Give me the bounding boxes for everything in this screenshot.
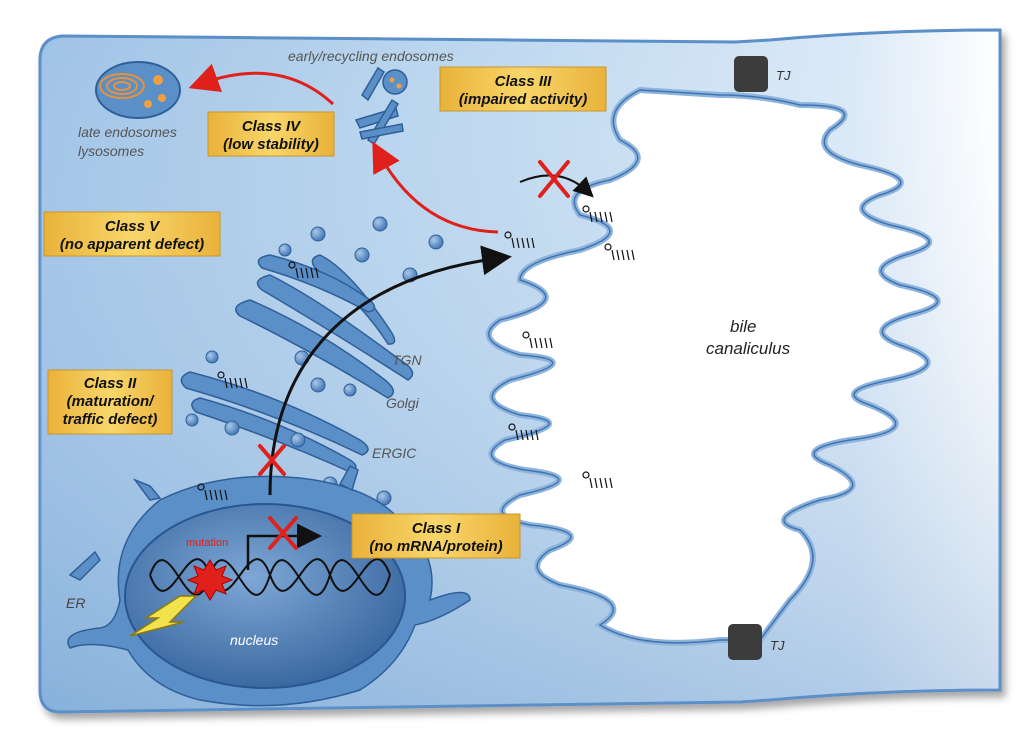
lightning-icon [129,595,198,637]
canaliculus-label: canaliculus [706,339,791,358]
dna-helix [149,558,391,596]
class-i-box: Class I (no mRNA/protein) [351,513,521,559]
class-i-title: Class I [412,520,461,537]
late-endosome-organelle [95,61,181,119]
er-label: ER [66,595,85,611]
transporter-proteins [197,205,635,501]
cross-icon-traffic [258,444,286,476]
tight-junction-bottom [728,624,762,660]
class-iv-box: Class IV (low stability) [207,111,335,157]
red-arrow-to-lysosome [188,63,335,106]
early-endosome-organelle [354,66,408,146]
class-iv-title: Class IV [242,118,302,135]
class-v-title: Class V [105,218,161,235]
tj-top-label: TJ [776,68,791,83]
bile-canaliculus [485,86,941,646]
transport-vesicles [185,216,444,506]
class-iii-box: Class III (impaired activity) [439,66,607,112]
cross-icon-activity [538,160,570,198]
class-ii-line2: (maturation/ [67,393,156,410]
bile-label: bile [730,317,756,336]
tgn-label: TGN [392,352,422,368]
red-arrow-to-endosome [372,141,499,234]
golgi-label: Golgi [386,395,420,411]
cross-icon-transcription [268,516,298,550]
class-iii-title: Class III [495,73,553,90]
class-iii-subtitle: (impaired activity) [459,91,587,108]
mutation-label: mutation [186,537,228,549]
mutation-star-icon [186,559,234,601]
class-ii-box: Class II (maturation/ traffic defect) [47,369,173,435]
nucleus-label: nucleus [230,632,278,648]
tj-bottom-label: TJ [770,638,785,653]
class-i-subtitle: (no mRNA/protein) [369,538,502,555]
class-v-subtitle: (no apparent defect) [60,236,204,253]
class-ii-line1: Class II [84,375,137,392]
lysosomes-label: lysosomes [78,143,144,159]
early-endosomes-label: early/recycling endosomes [288,48,454,64]
class-iv-subtitle: (low stability) [223,136,319,153]
class-v-box: Class V (no apparent defect) [43,211,221,257]
class-ii-line3: traffic defect) [63,411,158,428]
transcription-arrow [246,523,322,570]
ergic-label: ERGIC [372,445,417,461]
nucleus [124,503,406,689]
late-endosomes-label: late endosomes [78,124,177,140]
tight-junction-top [734,56,768,92]
trafficking-arrow [268,245,512,496]
